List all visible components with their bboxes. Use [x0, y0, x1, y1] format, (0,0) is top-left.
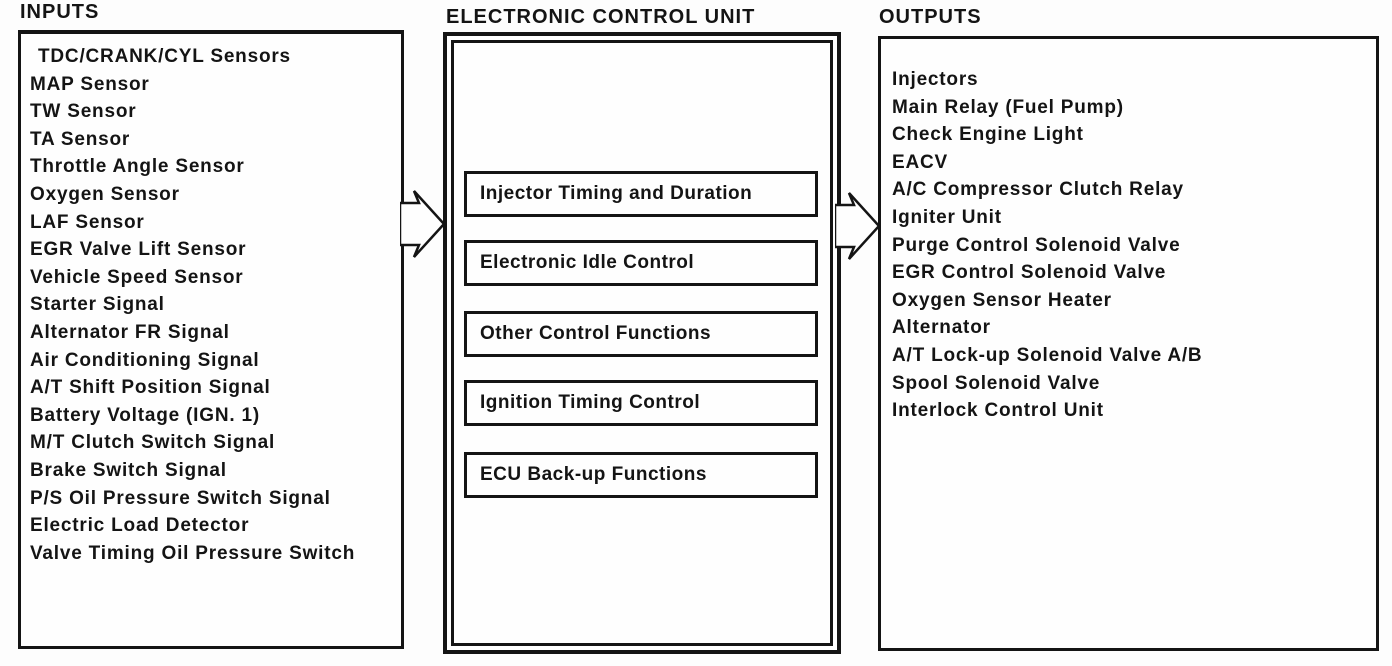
- ecu-function-box: Ignition Timing Control: [464, 380, 818, 426]
- output-item: Alternator: [892, 317, 991, 339]
- ecu-function-box: Electronic Idle Control: [464, 240, 818, 286]
- ecu-function-box: Other Control Functions: [464, 311, 818, 357]
- block-arrow-right-icon: [835, 191, 881, 261]
- output-item: Spool Solenoid Valve: [892, 372, 1101, 394]
- ecu-title: ELECTRONIC CONTROL UNIT: [446, 6, 756, 28]
- input-item: EGR Valve Lift Sensor: [30, 239, 247, 261]
- input-item: Throttle Angle Sensor: [30, 156, 245, 178]
- block-arrow-right-icon: [400, 189, 446, 259]
- input-item: Alternator FR Signal: [30, 321, 230, 343]
- output-item: A/T Lock-up Solenoid Valve A/B: [892, 344, 1203, 366]
- input-item: TDC/CRANK/CYL Sensors: [38, 46, 291, 67]
- output-item: Check Engine Light: [892, 124, 1084, 146]
- output-item: Purge Control Solenoid Valve: [892, 234, 1181, 256]
- inputs-panel: TDC/CRANK/CYL Sensors MAP Sensor TW Sens…: [18, 30, 404, 649]
- inputs-list: TDC/CRANK/CYL Sensors MAP Sensor TW Sens…: [21, 34, 401, 567]
- input-item: M/T Clutch Switch Signal: [30, 432, 276, 454]
- outputs-title: OUTPUTS: [879, 6, 982, 28]
- outputs-list: Injectors Main Relay (Fuel Pump) Check E…: [881, 39, 1376, 425]
- input-item: Electric Load Detector: [30, 515, 250, 537]
- ecu-function-box: Injector Timing and Duration: [464, 171, 818, 217]
- input-item: Air Conditioning Signal: [30, 349, 260, 371]
- input-item: TW Sensor: [30, 101, 137, 123]
- outputs-panel: Injectors Main Relay (Fuel Pump) Check E…: [878, 36, 1379, 651]
- output-item: Oxygen Sensor Heater: [892, 289, 1112, 311]
- output-item: Igniter Unit: [892, 206, 1002, 228]
- input-item: Brake Switch Signal: [30, 459, 227, 481]
- input-item: Valve Timing Oil Pressure Switch: [30, 542, 356, 564]
- input-item: Vehicle Speed Sensor: [30, 266, 244, 288]
- input-item: MAP Sensor: [30, 73, 150, 95]
- input-item: Oxygen Sensor: [30, 183, 180, 205]
- output-item: Injectors: [892, 69, 979, 90]
- input-item: P/S Oil Pressure Switch Signal: [30, 487, 331, 509]
- input-item: Battery Voltage (IGN. 1): [30, 404, 260, 426]
- output-item: A/C Compressor Clutch Relay: [892, 179, 1184, 201]
- output-item: EGR Control Solenoid Valve: [892, 262, 1167, 284]
- input-item: Starter Signal: [30, 294, 165, 316]
- output-item: Main Relay (Fuel Pump): [892, 96, 1124, 118]
- ecu-function-box: ECU Back-up Functions: [464, 452, 818, 498]
- input-item: TA Sensor: [30, 128, 131, 150]
- output-item: EACV: [892, 151, 948, 173]
- inputs-title: INPUTS: [20, 1, 100, 23]
- input-item: LAF Sensor: [30, 211, 145, 233]
- ecu-panel: Injector Timing and Duration Electronic …: [443, 32, 841, 654]
- ecu-panel-inner-border: Injector Timing and Duration Electronic …: [451, 40, 833, 646]
- output-item: Interlock Control Unit: [892, 400, 1104, 422]
- input-item: A/T Shift Position Signal: [30, 377, 271, 399]
